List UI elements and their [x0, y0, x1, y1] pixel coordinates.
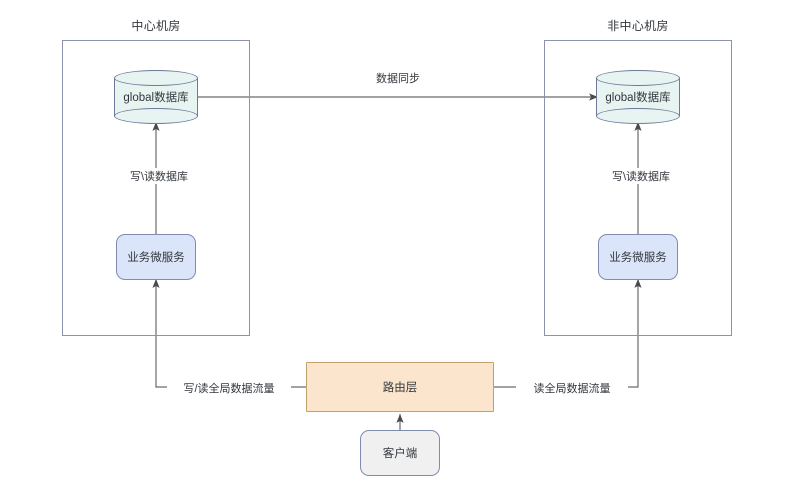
- zone-box-central: [62, 40, 250, 336]
- edge-label-noncentral-traffic: 读全局数据流量: [516, 380, 628, 396]
- edge-label-noncentral-db-link: 写\读数据库: [588, 168, 694, 184]
- service-central[interactable]: 业务微服务: [116, 234, 196, 280]
- cylinder-bottom: [596, 108, 680, 124]
- cylinder-top: [596, 70, 680, 86]
- router-layer[interactable]: 路由层: [306, 362, 494, 412]
- service-noncentral[interactable]: 业务微服务: [598, 234, 678, 280]
- zone-box-noncentral: [544, 40, 732, 336]
- database-central[interactable]: global数据库: [114, 70, 198, 124]
- database-label: global数据库: [123, 92, 189, 104]
- database-label: global数据库: [605, 92, 671, 104]
- edge-label-central-db-link: 写\读数据库: [106, 168, 212, 184]
- cylinder-bottom: [114, 108, 198, 124]
- edge-label-central-traffic: 写/读全局数据流量: [167, 380, 291, 396]
- client-node[interactable]: 客户端: [360, 430, 440, 476]
- zone-title-central: 中心机房: [131, 19, 181, 33]
- zone-title-noncentral: 非中心机房: [607, 19, 669, 33]
- database-noncentral[interactable]: global数据库: [596, 70, 680, 124]
- cylinder-top: [114, 70, 198, 86]
- edge-label-data-sync: 数据同步: [355, 70, 441, 86]
